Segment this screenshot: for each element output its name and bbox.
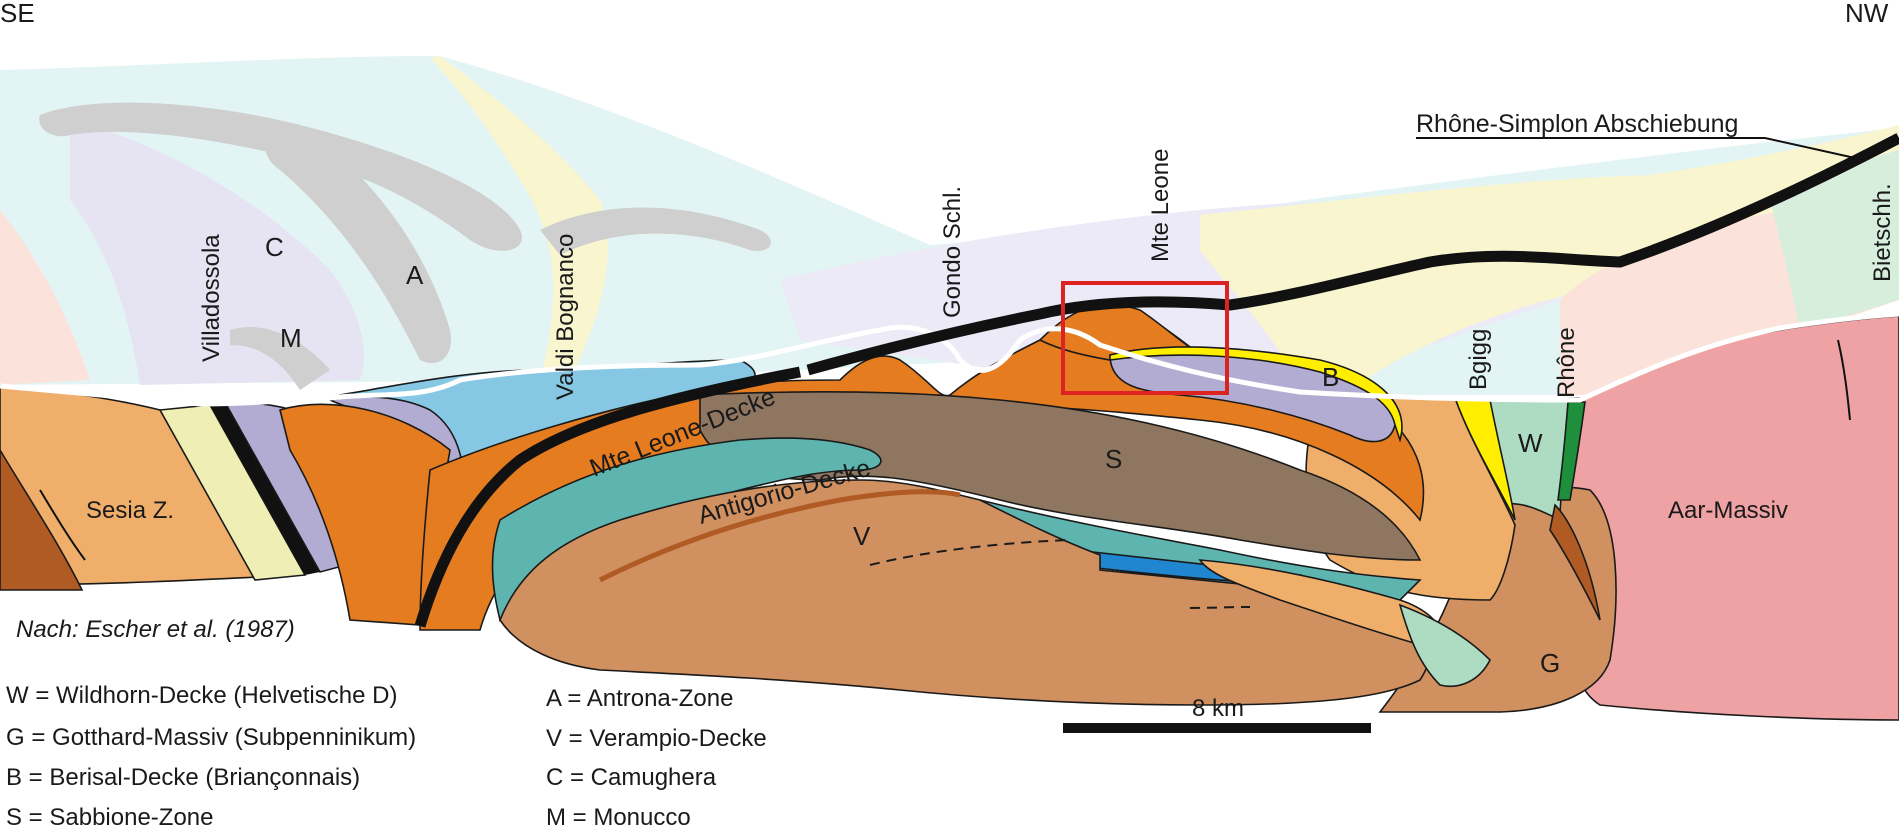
bgigg-label: Bgigg bbox=[1465, 329, 1492, 390]
faded-lilac-left bbox=[70, 120, 364, 385]
bietschh-label: Bietschh. bbox=[1869, 183, 1896, 282]
orientation-right: NW bbox=[1845, 0, 1889, 28]
faded-grey-antrona-fold bbox=[265, 123, 451, 364]
rust-lens-nw bbox=[1549, 503, 1601, 621]
unit-w-label: W bbox=[1518, 428, 1543, 458]
legend-item-v: V = Verampio-Decke bbox=[546, 725, 767, 752]
helvetic-green-band bbox=[1557, 401, 1586, 501]
sabbione-zone-unit bbox=[699, 390, 1422, 561]
legend-item-c: C = Camughera bbox=[546, 764, 717, 791]
rhone-simplon-label: Rhône-Simplon Abschiebung bbox=[1416, 110, 1738, 138]
sesia-rust-wedge bbox=[0, 448, 84, 591]
major-faults bbox=[39, 133, 1899, 628]
villadossola-label: Villadossola bbox=[198, 234, 225, 362]
scale-bar-label: 8 km bbox=[1192, 695, 1244, 722]
gondo-label: Gondo Schl. bbox=[939, 186, 966, 318]
unit-s-label: S bbox=[1105, 444, 1122, 474]
unit-g-label: G bbox=[1540, 648, 1560, 678]
study-area-highlight-box bbox=[1061, 281, 1229, 395]
antigorio-rust-line bbox=[598, 489, 961, 583]
unit-c-label: C bbox=[265, 232, 284, 262]
unit-a-label: A bbox=[406, 260, 424, 290]
eroded-upper-section bbox=[0, 56, 1899, 395]
legend-item-s: S = Sabbione-Zone bbox=[6, 804, 213, 827]
valdi-bognanco-label: Valdi Bognanco bbox=[552, 234, 579, 400]
unit-m-label: M bbox=[280, 323, 302, 353]
sesia-label: Sesia Z. bbox=[86, 497, 174, 524]
mte-leone-label: Mte Leone bbox=[1147, 149, 1174, 262]
legend-item-w: W = Wildhorn-Decke (Helvetische D) bbox=[6, 682, 397, 709]
sesia-internal-fault bbox=[39, 489, 86, 561]
unit-b-label: B bbox=[1322, 362, 1339, 392]
cross-section-body bbox=[0, 303, 1899, 721]
scale-bar bbox=[1063, 723, 1371, 733]
rhone-simplon-fault bbox=[806, 133, 1899, 376]
faded-pink-wedge bbox=[0, 210, 90, 385]
mte-leone-decke-unit bbox=[279, 403, 451, 626]
legend-item-g: G = Gotthard-Massiv (Subpenninikum) bbox=[6, 724, 416, 751]
verampio-dashed-line-lower bbox=[1189, 606, 1251, 609]
rhone-label: Rhône bbox=[1553, 327, 1580, 398]
mte-leone-basal-thrust bbox=[414, 366, 802, 628]
credit-label: Nach: Escher et al. (1987) bbox=[16, 616, 295, 643]
faded-yellow-fold bbox=[430, 56, 609, 380]
legend-item-b: B = Berisal-Decke (Briançonnais) bbox=[6, 764, 360, 791]
faded-mint-band bbox=[1770, 150, 1899, 330]
mint-band-lower bbox=[1398, 603, 1491, 687]
faded-grey-lower-fold bbox=[230, 326, 330, 390]
topographic-surface bbox=[0, 311, 1899, 407]
orientation-left: SE bbox=[0, 0, 35, 28]
legend-item-a: A = Antrona-Zone bbox=[546, 685, 733, 712]
legend-item-m: M = Monucco bbox=[546, 804, 691, 827]
berisal-yellow-rim bbox=[1109, 346, 1403, 443]
verampio-dashed-line bbox=[869, 539, 1071, 566]
aar-massiv-label: Aar-Massiv bbox=[1668, 497, 1788, 524]
unit-v-label: V bbox=[853, 521, 871, 551]
faded-grey-antrona-tail bbox=[540, 207, 771, 255]
aar-internal-fault bbox=[1837, 339, 1851, 421]
black-band-se bbox=[210, 404, 320, 575]
rhone-simplon-leader-diag bbox=[1764, 137, 1856, 159]
